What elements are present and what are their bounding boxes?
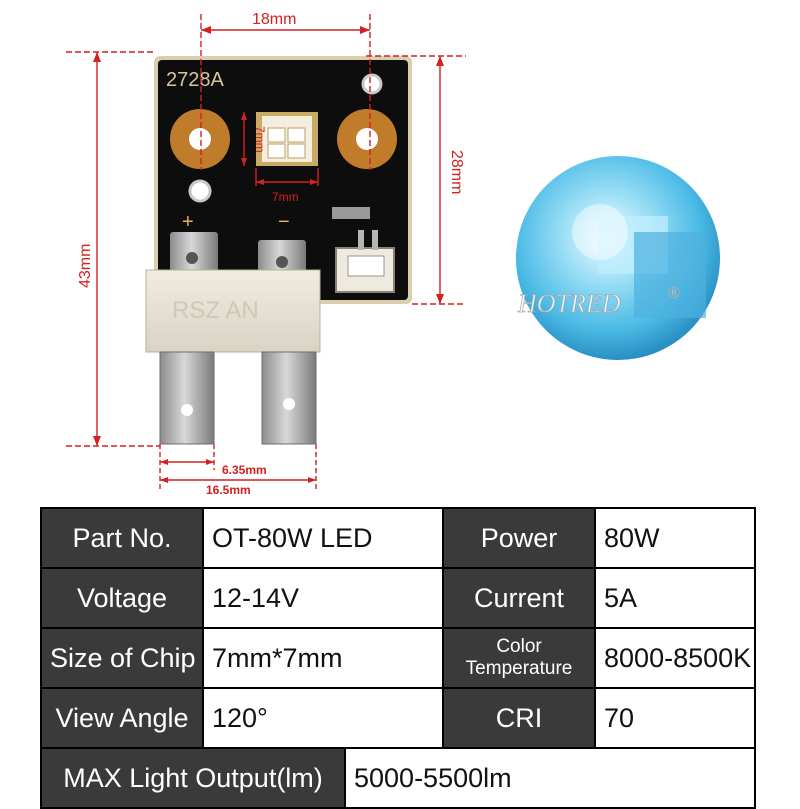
ceramic-terminal-block: RSZ AN [145,269,321,353]
view-angle-value: 120° [201,687,445,749]
spec-row: View Angle 120° CRI 70 [40,687,757,749]
dimension-28mm: 28mm [448,150,465,194]
chip-size-label: Size of Chip [40,627,204,689]
plus-marking: + [182,211,194,233]
spec-row: Voltage 12-14V Current 5A [40,567,757,629]
voltage-label: Voltage [40,567,204,629]
max-light-output-value: 5000-5500lm [343,747,757,809]
color-temperature-value: 8000-8500K [594,627,757,689]
led-glow-preview: HOTRED ® [516,156,720,360]
color-temperature-label: Color Temperature [442,627,597,689]
connector-marking: RSZ AN [172,297,259,324]
current-value: 5A [594,567,757,629]
power-value: 80W [594,507,757,569]
mounting-pad-right [337,109,397,169]
mounting-pad-left [170,109,230,169]
spade-terminal-left [159,351,215,445]
color-temperature-label-line2: Temperature [465,658,573,679]
dimension-chip-height: 7mm [253,126,267,153]
led-chip [256,112,318,166]
cri-label: CRI [442,687,597,749]
mounting-hole-small-left [188,179,212,203]
terminal-posts [170,232,306,274]
dimension-lines [66,14,466,492]
current-label: Current [442,567,597,629]
side-connector [335,230,395,293]
dimension-chip-width: 7mm [272,190,299,204]
color-temperature-label-line1: Color [496,636,542,657]
minus-marking: − [278,211,290,233]
voltage-value: 12-14V [201,567,445,629]
watermark-registered: ® [668,285,680,302]
chip-size-value: 7mm*7mm [201,627,445,689]
cri-value: 70 [594,687,757,749]
smd-component [332,207,370,219]
power-label: Power [442,507,597,569]
watermark-brand: HOTRED [517,289,621,318]
spec-row: MAX Light Output(lm) 5000-5500lm [40,747,757,809]
max-light-output-label: MAX Light Output(lm) [40,747,346,809]
spade-terminal-right [261,351,317,445]
dimension-18mm: 18mm [252,11,296,28]
part-no-label: Part No. [40,507,204,569]
spec-table: Part No. OT-80W LED Power 80W Voltage 12… [40,507,757,809]
pcb-board: 2728A + − [154,56,412,304]
spec-row: Size of Chip 7mm*7mm Color Temperature 8… [40,627,757,689]
dimension-43mm: 43mm [77,244,94,288]
board-model-marking: 2728A [166,69,224,91]
view-angle-label: View Angle [40,687,204,749]
dimension-6-35mm: 6.35mm [222,463,267,477]
part-no-value: OT-80W LED [201,507,445,569]
mounting-hole-small-right [361,73,383,95]
led-product-diagram: 2728A + − [66,11,720,497]
spec-row: Part No. OT-80W LED Power 80W [40,507,757,569]
dimension-16-5mm: 16.5mm [206,483,251,497]
